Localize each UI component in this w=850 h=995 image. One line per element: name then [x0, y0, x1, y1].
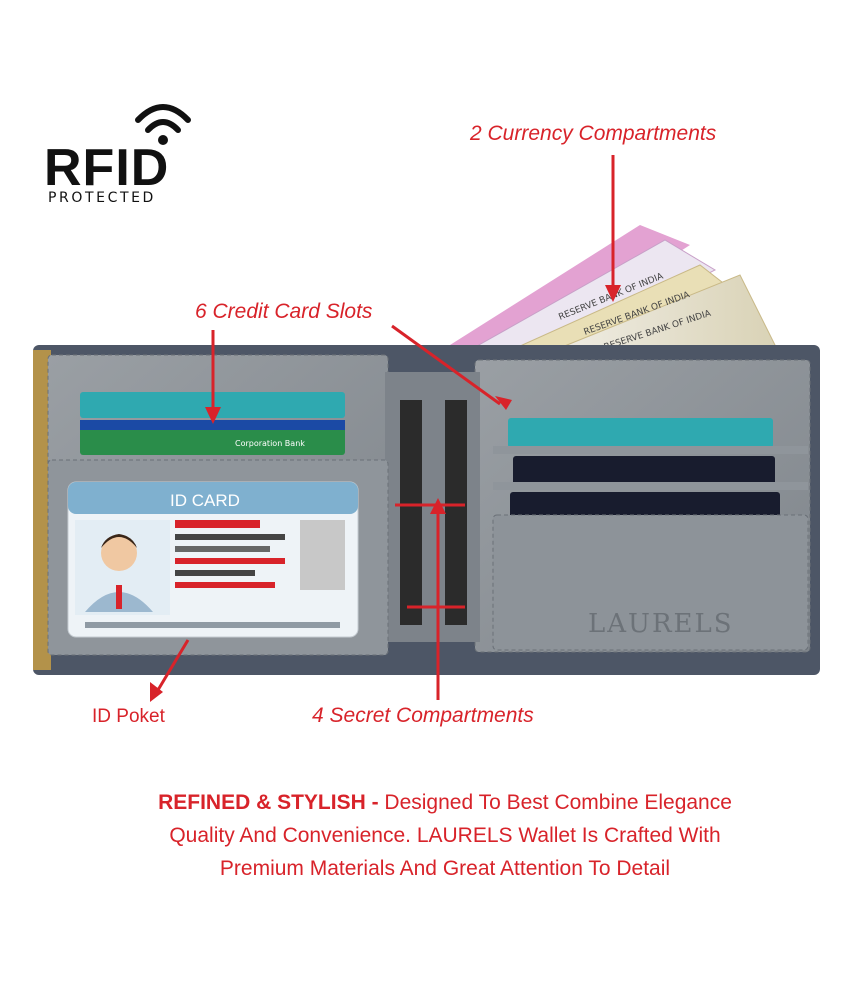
- right-card-slots: LAURELS: [492, 418, 809, 651]
- callout-currency: 2 Currency Compartments: [470, 122, 717, 145]
- callout-id-pocket: ID Poket: [92, 706, 165, 727]
- description-lead: REFINED & STYLISH -: [158, 791, 379, 814]
- description-line-3: Premium Materials And Great Attention To…: [219, 857, 671, 880]
- rfid-badge: RFID PROTECTED: [40, 98, 191, 213]
- callout-card-slots: 6 Credit Card Slots: [195, 300, 373, 323]
- description-line1-text: Designed To Best Combine Elegance: [378, 791, 732, 814]
- id-card-label: ID CARD: [170, 491, 240, 510]
- callout-arrows: [150, 155, 621, 702]
- rfid-wave-icon: [135, 104, 191, 145]
- callout-secret: 4 Secret Compartments: [312, 704, 534, 727]
- id-card: ID CARD: [67, 481, 359, 638]
- rfid-subtitle: PROTECTED: [48, 190, 156, 206]
- currency-notes: RESERVE BANK OF INDIA RESERVE BANK OF IN…: [450, 225, 781, 366]
- description-line-2: Quality And Convenience. LAURELS Wallet …: [169, 824, 721, 847]
- rfid-title: RFID: [44, 139, 170, 197]
- description: REFINED & STYLISH - Designed To Best Com…: [60, 786, 830, 885]
- description-line-1: REFINED & STYLISH - Designed To Best Com…: [60, 786, 830, 819]
- brand-emboss: LAURELS: [588, 609, 734, 639]
- bank-card-text: Corporation Bank: [235, 439, 305, 448]
